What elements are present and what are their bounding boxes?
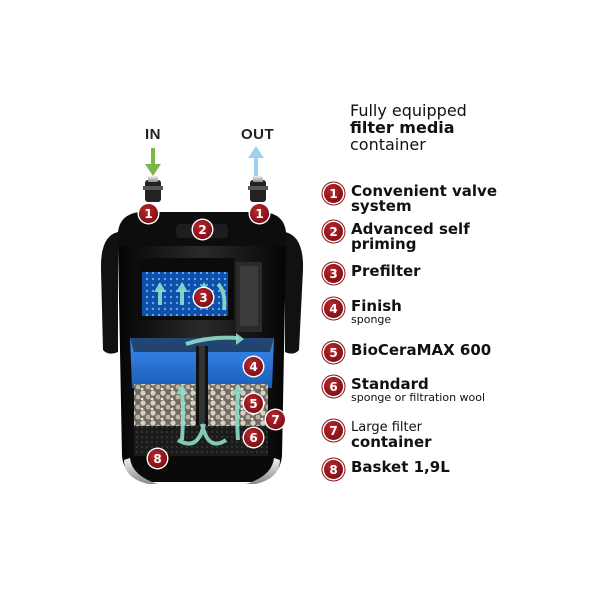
- legend-badge: 3: [324, 264, 343, 283]
- legend-label-line-2: container: [351, 433, 432, 450]
- diagram-badge-3: 3: [194, 288, 213, 307]
- diagram-badge-1-right: 1: [250, 204, 269, 223]
- legend-label: Prefilter: [351, 264, 421, 279]
- legend-item-4: 4 Finish sponge: [324, 299, 504, 326]
- diagram-badge-1-left: 1: [139, 204, 158, 223]
- legend-item-6: 6 Standard sponge or filtration wool: [324, 377, 504, 404]
- legend-label-line-2: system: [351, 197, 412, 214]
- diagram-badge-4: 4: [244, 357, 263, 376]
- right-handle: [285, 232, 304, 354]
- heading-line-1: Fully equipped: [350, 101, 467, 120]
- legend-badge: 8: [324, 460, 343, 479]
- diagram-badge-5: 5: [244, 394, 263, 413]
- heading-line-2: filter media: [350, 118, 455, 137]
- out-label: OUT: [241, 126, 275, 143]
- left-handle: [100, 232, 118, 354]
- legend-label: Finish: [351, 299, 402, 315]
- legend-label: Basket 1,9L: [351, 460, 450, 475]
- legend-label: Standard: [351, 377, 429, 393]
- valve-right: [248, 176, 268, 202]
- legend-item-1: 1 Convenient valve system: [324, 184, 504, 214]
- diagram-badge-7: 7: [266, 410, 285, 429]
- heading: Fully equipped filter media container: [350, 102, 580, 153]
- in-label: IN: [145, 126, 161, 143]
- legend-sublabel: sponge: [351, 313, 392, 326]
- legend-item-3: 3 Prefilter: [324, 264, 504, 283]
- legend-item-8: 8 Basket 1,9L: [324, 460, 504, 479]
- valve-left: [143, 176, 163, 202]
- legend-badge: 6: [324, 377, 343, 396]
- diagram-badge-8: 8: [148, 449, 167, 468]
- diagram-badge-6: 6: [244, 428, 263, 447]
- in-arrow-icon: [145, 148, 161, 176]
- heading-line-3: container: [350, 135, 426, 154]
- out-arrow-icon: [248, 146, 264, 176]
- legend-label: BioCeraMAX 600: [351, 343, 492, 358]
- diagram-badge-2: 2: [193, 220, 212, 239]
- prefilter-sponge: [142, 272, 228, 316]
- legend-badge: 2: [324, 222, 343, 241]
- legend-badge: 4: [324, 299, 343, 318]
- legend-badge: 5: [324, 343, 343, 362]
- legend-label: Convenient valve: [351, 184, 498, 200]
- legend-item-2: 2 Advanced self priming: [324, 222, 504, 252]
- legend-label: Large filter: [351, 421, 422, 435]
- legend-sublabel: sponge or filtration wool: [351, 391, 486, 404]
- legend-label: Advanced self: [351, 222, 470, 238]
- legend-label-line-2: priming: [351, 235, 417, 252]
- legend-item-7: 7 Large filter container: [324, 421, 504, 450]
- legend-badge: 7: [324, 421, 343, 440]
- legend-item-5: 5 BioCeraMAX 600: [324, 343, 504, 362]
- legend-badge: 1: [324, 184, 343, 203]
